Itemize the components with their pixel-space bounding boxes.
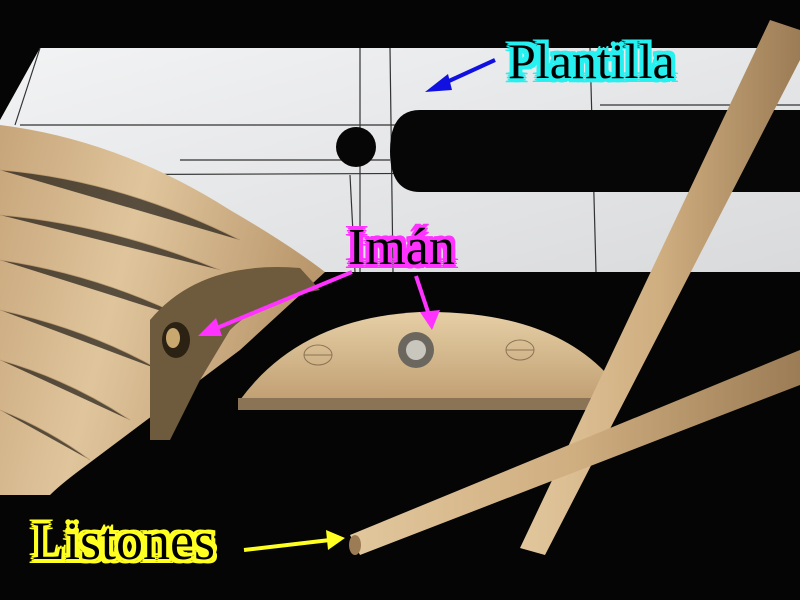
listones-label: Listones	[32, 511, 215, 571]
listones-arrow	[326, 530, 345, 550]
template-slot	[390, 110, 800, 192]
template-hole	[336, 127, 376, 167]
iman-label: Imán	[348, 219, 455, 276]
iman-arrow-left	[198, 318, 222, 336]
annotation-arrows	[198, 58, 496, 552]
balsa-sticks	[349, 20, 800, 555]
half-round-former	[238, 311, 605, 410]
plantilla-label: Plantilla	[508, 33, 675, 89]
iman-arrow-right	[420, 310, 440, 330]
plantilla-arrow	[425, 74, 452, 92]
curved-balsa-piece	[0, 125, 325, 495]
